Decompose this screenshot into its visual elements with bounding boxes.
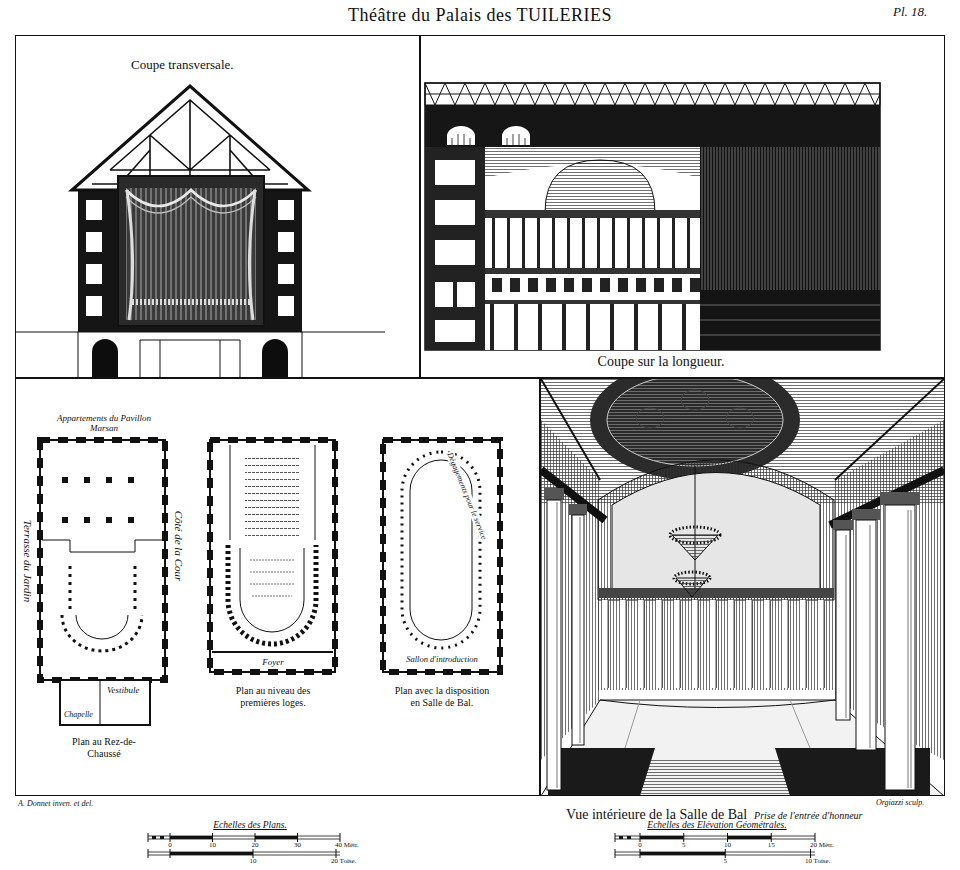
scale-number: 20 Mètr.	[810, 841, 834, 849]
plate-panel: Coupe transversale.	[15, 35, 420, 378]
scale-number: 10 Toise.	[805, 857, 830, 865]
panel-caption: Coupe transversale.	[131, 58, 234, 73]
scale-title: Echelles des Elévation Géométrales.	[647, 820, 786, 831]
room-label: Vestibule	[106, 685, 141, 695]
credit: A. Donnet inven. et del.	[18, 799, 93, 808]
transverse-section	[15, 86, 385, 378]
scale-number: 20	[252, 841, 259, 849]
room-label: Sallon d'introduction	[405, 655, 479, 665]
room-label: Chapelle	[63, 710, 94, 719]
scale-title: Echelles des Plans.	[213, 820, 287, 831]
side-label: Terrasse du Jardin	[22, 520, 35, 602]
plate-title: Théâtre du Palais des TUILERIES	[348, 5, 612, 26]
plan-caption: Plan avec la disposition en Salle de Bal…	[392, 685, 492, 708]
plate-panel: Vue intérieure de la Salle de BalPrise d…	[540, 378, 945, 796]
scale-number: 15	[768, 841, 775, 849]
room-label: Dégagements pour le service	[445, 450, 489, 542]
scale-number: 0	[168, 841, 172, 849]
scale-number: 30	[294, 841, 301, 849]
scale-number: 20 Toise.	[331, 857, 356, 865]
scale-bar	[148, 833, 815, 858]
room-label: Appartements du Pavillon Marsan	[54, 413, 154, 434]
floor-plans	[40, 440, 500, 725]
plate-panel: Coupe sur la longueur.	[420, 35, 945, 378]
scale-number: 10	[209, 841, 216, 849]
view-subcaption: Prise de l'entrée d'honneur	[754, 810, 862, 822]
scale-number: 0	[638, 841, 642, 849]
plan-caption: Plan au niveau des premières loges.	[231, 685, 315, 708]
room-label: Foyer	[261, 657, 285, 667]
scale-number: 5	[724, 857, 728, 865]
scale-number: 10	[724, 841, 731, 849]
plate-panel: Appartements du Pavillon MarsanTerrasse …	[15, 378, 540, 796]
ballroom-view	[541, 379, 944, 795]
scale-number: 40 Mètr.	[335, 841, 359, 849]
side-label: Côté de la Cour	[173, 511, 186, 582]
longitudinal-section	[425, 83, 880, 350]
plate-number: Pl. 18.	[893, 5, 927, 20]
panel-caption: Coupe sur la longueur.	[598, 354, 725, 370]
plan-caption: Plan au Rez-de-Chaussé	[59, 736, 149, 759]
scale-number: 10	[250, 857, 257, 865]
credit: Orgiazzi sculp.	[876, 798, 924, 807]
scale-number: 5	[682, 841, 686, 849]
